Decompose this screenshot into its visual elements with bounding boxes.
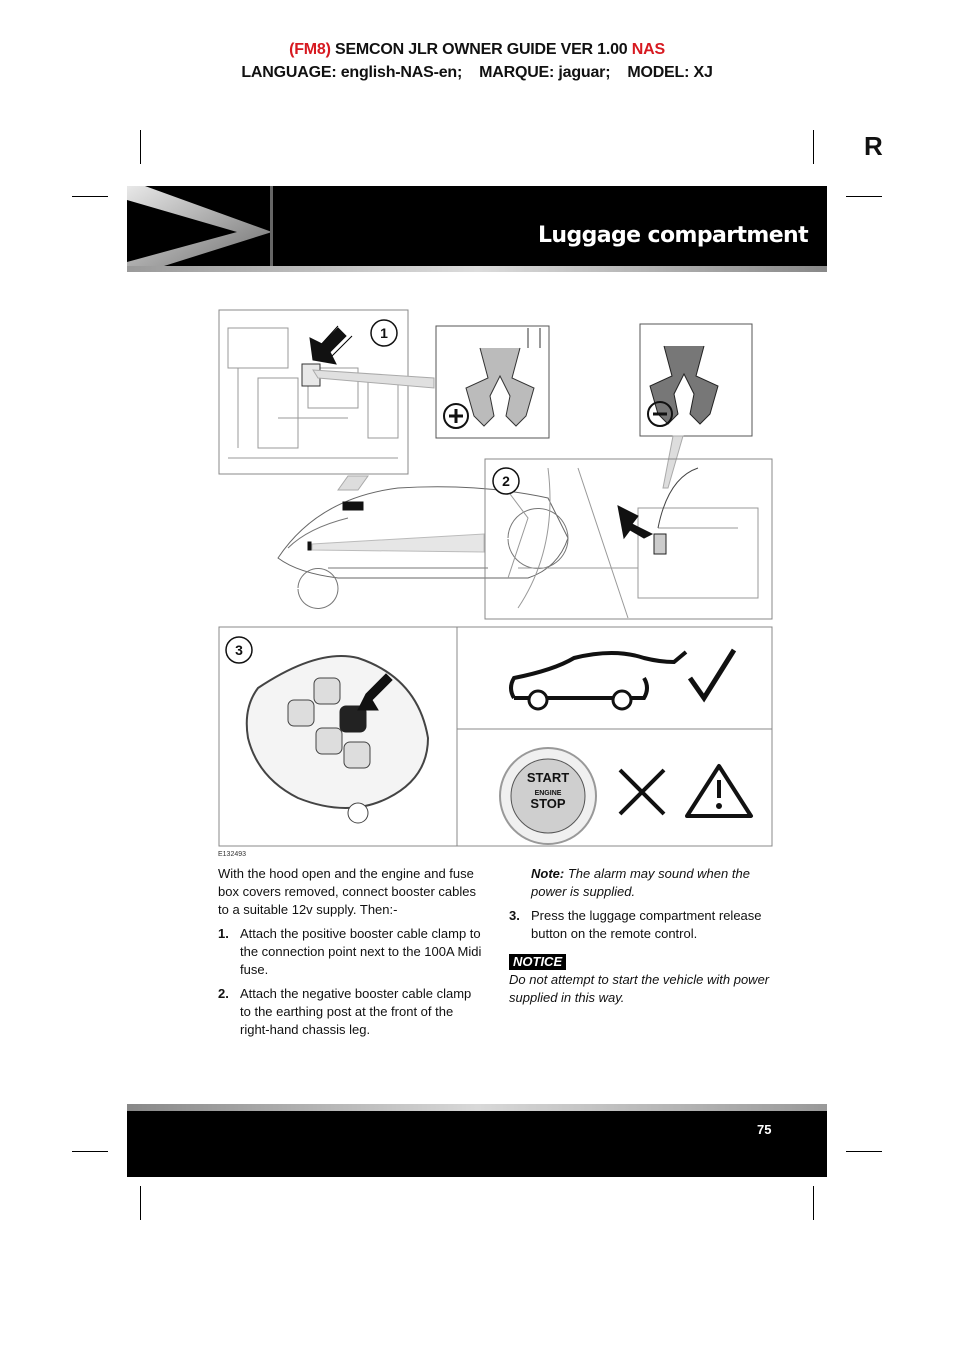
step-2: 2. Attach the negative booster cable cla… (218, 985, 482, 1039)
step-number: 2. (218, 986, 229, 1001)
step-number: 1. (218, 926, 229, 941)
car-trunk-open-icon (509, 650, 688, 711)
note-label: Note: (531, 866, 565, 881)
section-banner (127, 186, 827, 272)
step-text: Press the luggage compartment release bu… (531, 908, 762, 941)
footer-silver-strip (127, 1104, 827, 1111)
negative-clamp-icon (649, 345, 719, 425)
crop-mark (140, 1186, 141, 1220)
callout-2: 2 (502, 473, 510, 489)
note-paragraph: Note: The alarm may sound when the power… (509, 865, 773, 901)
crop-mark (813, 130, 814, 164)
header-guide-title: SEMCON JLR OWNER GUIDE VER 1.00 (330, 41, 632, 58)
crop-mark (813, 1186, 814, 1220)
cross-icon (618, 768, 666, 816)
step-1: 1. Attach the positive booster cable cla… (218, 925, 482, 979)
right-column: Note: The alarm may sound when the power… (509, 865, 773, 1007)
crop-mark (72, 196, 108, 197)
callout-1: 1 (380, 325, 388, 341)
crop-mark (72, 1151, 108, 1152)
crop-mark (846, 1151, 882, 1152)
doc-header-line2: LANGUAGE: english-NAS-en; MARQUE: jaguar… (241, 64, 713, 81)
warning-triangle-icon (685, 764, 753, 818)
crop-mark (846, 196, 882, 197)
chevron-graphic-icon (127, 186, 273, 272)
key-engine-label: ENGINE (535, 790, 562, 797)
section-tab-letter: R (864, 131, 883, 161)
positive-clamp-icon (465, 328, 541, 427)
step-3: 3. Press the luggage compartment release… (509, 907, 773, 943)
page-number: 75 (757, 1122, 772, 1137)
start-stop-button-icon (499, 747, 597, 845)
engine-bay-panel (218, 309, 409, 475)
step-text: Attach the negative booster cable clamp … (240, 986, 472, 1037)
key-stop-label: STOP (530, 796, 565, 811)
step-text: Attach the positive booster cable clamp … (240, 926, 482, 977)
doc-header-line1: (FM8) SEMCON JLR OWNER GUIDE VER 1.00 NA… (0, 41, 954, 59)
left-column: With the hood open and the engine and fu… (218, 865, 482, 1039)
figure-code: E132493 (218, 851, 247, 858)
jump-start-illustration: 1 2 3 START ENGINE STOP (218, 309, 773, 847)
crop-mark (140, 130, 141, 164)
note-text: The alarm may sound when the power is su… (531, 866, 750, 899)
notice-label: NOTICE (509, 954, 567, 970)
notice-block: NOTICE Do not attempt to start the vehic… (509, 953, 773, 1007)
header-fm-code: (FM8) (289, 41, 331, 58)
intro-paragraph: With the hood open and the engine and fu… (218, 866, 476, 917)
check-mark-icon (687, 648, 737, 703)
key-start-label: START (527, 770, 569, 785)
notice-text: Do not attempt to start the vehicle with… (509, 972, 770, 1005)
section-title: Luggage compartment (538, 223, 809, 248)
banner-silver-strip (127, 266, 827, 272)
callout-3: 3 (235, 642, 243, 658)
header-market: NAS (631, 41, 665, 58)
remote-key-fob-icon (245, 655, 430, 824)
step-number: 3. (509, 908, 520, 923)
page-footer-bar (127, 1104, 827, 1177)
